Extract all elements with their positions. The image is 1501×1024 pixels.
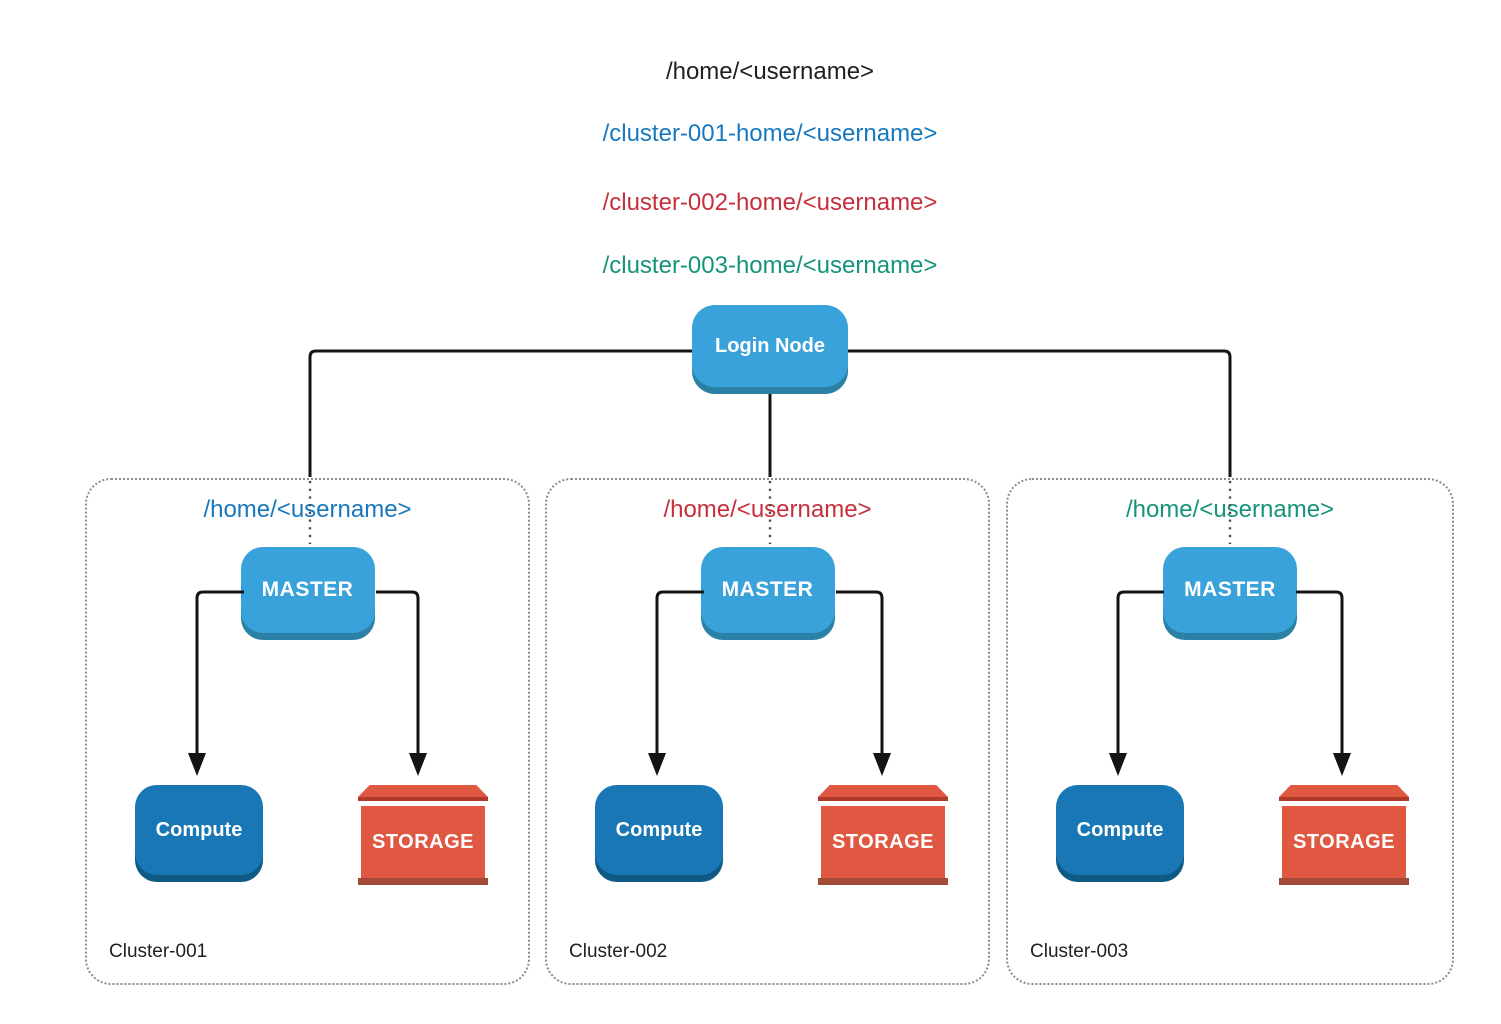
header-path-cluster-003-home: /cluster-003-home/<username> bbox=[602, 252, 938, 279]
storage-body: STORAGE bbox=[361, 806, 485, 878]
storage-base bbox=[818, 878, 948, 885]
compute-node-box: Compute bbox=[595, 785, 723, 875]
master-node-label: MASTER bbox=[721, 578, 814, 601]
login-to-cluster3-line bbox=[848, 349, 1232, 477]
header-path-cluster-002-home: /cluster-002-home/<username> bbox=[602, 189, 938, 216]
storage-body: STORAGE bbox=[821, 806, 945, 878]
arrowhead-compute-2 bbox=[648, 753, 666, 776]
storage-box: STORAGE bbox=[818, 785, 948, 885]
login-node-label: Login Node bbox=[715, 334, 825, 357]
storage-label: STORAGE bbox=[1292, 830, 1396, 853]
storage-lid-edge bbox=[358, 797, 488, 801]
master2-to-storage-line bbox=[836, 590, 884, 753]
compute-node-label: Compute bbox=[1076, 818, 1164, 841]
storage-label: STORAGE bbox=[371, 830, 475, 853]
arrowhead-compute-1 bbox=[188, 753, 206, 776]
storage-lid-edge bbox=[1279, 797, 1409, 801]
storage-label: STORAGE bbox=[831, 830, 935, 853]
cluster-home-path: /home/<username> bbox=[203, 496, 412, 523]
arrowhead-storage-2 bbox=[873, 753, 891, 776]
cluster-name-label: Cluster-002 bbox=[569, 941, 668, 962]
storage-lid bbox=[818, 785, 948, 797]
login-node-box: Login Node bbox=[692, 305, 848, 387]
compute-node-label: Compute bbox=[155, 818, 243, 841]
cluster-panel-002: /home/<username> MASTER Compute STORAGE … bbox=[545, 478, 990, 985]
storage-box: STORAGE bbox=[358, 785, 488, 885]
master-node-box: MASTER bbox=[240, 547, 375, 633]
compute-node-label: Compute bbox=[615, 818, 703, 841]
master1-to-compute-line bbox=[195, 590, 244, 753]
cluster-name-label: Cluster-003 bbox=[1030, 941, 1129, 962]
cluster-home-path: /home/<username> bbox=[663, 496, 872, 523]
storage-base bbox=[1279, 878, 1409, 885]
compute-node-box: Compute bbox=[1056, 785, 1184, 875]
storage-box: STORAGE bbox=[1279, 785, 1409, 885]
header-path-cluster-001-home: /cluster-001-home/<username> bbox=[602, 120, 938, 147]
master1-to-storage-line bbox=[376, 590, 420, 753]
arrowhead-storage-1 bbox=[409, 753, 427, 776]
header-path-home: /home/<username> bbox=[665, 58, 875, 85]
storage-lid bbox=[358, 785, 488, 797]
cluster-name-label: Cluster-001 bbox=[109, 941, 208, 962]
cluster-panel-001: /home/<username> MASTER Compute STORAGE … bbox=[85, 478, 530, 985]
storage-base bbox=[358, 878, 488, 885]
arrowhead-storage-3 bbox=[1333, 753, 1351, 776]
master2-to-compute-line bbox=[655, 590, 704, 753]
master-node-label: MASTER bbox=[261, 578, 354, 601]
storage-lid bbox=[1279, 785, 1409, 797]
storage-lid-edge bbox=[818, 797, 948, 801]
compute-node-box: Compute bbox=[135, 785, 263, 875]
storage-body: STORAGE bbox=[1282, 806, 1406, 878]
master3-to-compute-line bbox=[1116, 590, 1164, 753]
master3-to-storage-line bbox=[1296, 590, 1344, 753]
master-node-box: MASTER bbox=[1163, 547, 1297, 633]
arrowhead-compute-3 bbox=[1109, 753, 1127, 776]
master-node-label: MASTER bbox=[1184, 578, 1276, 601]
cluster-home-path: /home/<username> bbox=[1125, 496, 1335, 523]
cluster-panel-003: /home/<username> MASTER Compute STORAGE … bbox=[1006, 478, 1454, 985]
master-node-box: MASTER bbox=[700, 547, 835, 633]
login-to-cluster1-line bbox=[308, 349, 692, 477]
